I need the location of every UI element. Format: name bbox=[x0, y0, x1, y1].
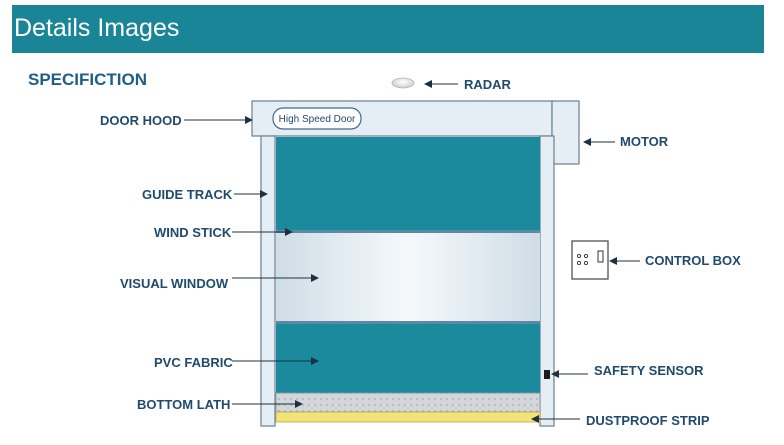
wind-stick-bar bbox=[276, 230, 540, 233]
leader-lines bbox=[184, 80, 640, 423]
label-control-box: CONTROL BOX bbox=[645, 253, 741, 268]
control-box-knob bbox=[576, 260, 582, 266]
fabric-panel-bottom bbox=[276, 324, 540, 393]
label-motor: MOTOR bbox=[620, 134, 669, 149]
label-pvc-fabric: PVC FABRIC bbox=[154, 355, 233, 370]
section-title: SPECIFICTION bbox=[28, 70, 148, 89]
dustproof-strip-bar bbox=[275, 411, 541, 423]
label-visual-window: VISUAL WINDOW bbox=[120, 276, 229, 291]
control-box-knob bbox=[576, 253, 582, 259]
fabric-panel-top bbox=[276, 137, 540, 231]
guide-track-right bbox=[539, 135, 555, 427]
header-banner: Details Images bbox=[12, 5, 764, 53]
safety-sensor-device bbox=[544, 370, 550, 379]
label-dustproof-strip: DUSTPROOF STRIP bbox=[586, 413, 710, 428]
label-wind-stick: WIND STICK bbox=[154, 225, 232, 240]
hood-badge bbox=[272, 107, 362, 130]
page-title: Details Images bbox=[14, 14, 180, 42]
label-bottom-lath: BOTTOM LATH bbox=[137, 397, 230, 412]
visual-window-panel bbox=[276, 233, 540, 322]
control-box-switch bbox=[597, 250, 604, 263]
radar-device bbox=[391, 77, 415, 89]
motor-box bbox=[551, 100, 580, 165]
control-box-knob bbox=[583, 253, 589, 259]
control-box-device bbox=[571, 240, 609, 280]
hood-badge-text: High Speed Door bbox=[279, 114, 356, 125]
bottom-lath-bar bbox=[275, 392, 541, 413]
label-door-hood: DOOR HOOD bbox=[100, 113, 182, 128]
wind-stick-bar-lower bbox=[276, 321, 540, 324]
guide-track-left bbox=[260, 135, 276, 427]
label-guide-track: GUIDE TRACK bbox=[142, 187, 233, 202]
label-safety-sensor: SAFETY SENSOR bbox=[594, 363, 704, 378]
control-box-knob bbox=[583, 260, 589, 266]
label-radar: RADAR bbox=[464, 77, 512, 92]
